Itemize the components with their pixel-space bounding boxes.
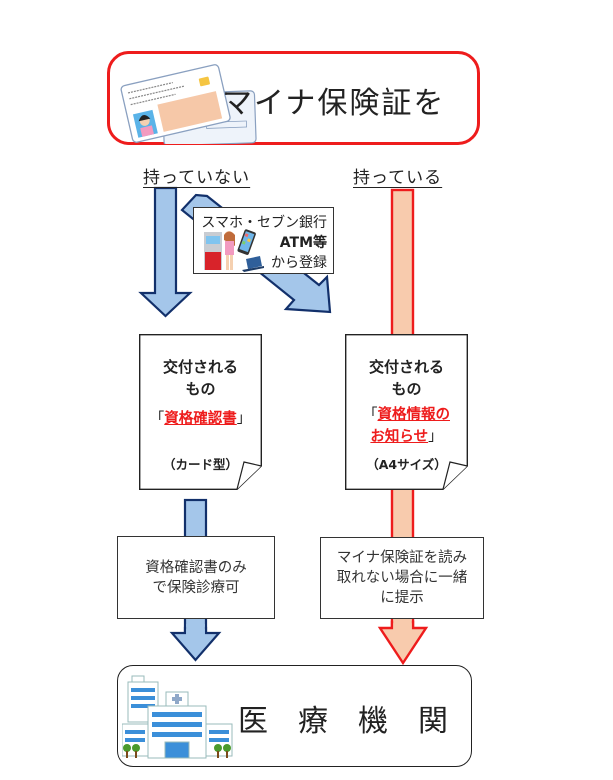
document-qualification-info-notice: 交付される もの 「資格情報の お知らせ」 （A4サイズ） (345, 334, 468, 490)
registration-line-3: から登録 (271, 255, 327, 271)
arrow-left-down (138, 186, 193, 318)
branch-label-have: 持っている (353, 168, 443, 188)
note-line-3: に提示 (380, 590, 424, 606)
doc-name-highlight-line-2: お知らせ (370, 429, 429, 445)
document-page-icon (345, 334, 468, 490)
doc-name: 「資格確認書」 (149, 411, 252, 427)
registration-line-2: ATM等 (279, 235, 327, 251)
hospital-building-icon (122, 675, 233, 759)
registration-line-1: スマホ・セブン銀行 (201, 215, 327, 231)
note-present-together: マイナ保険証を読み 取れない場合に一緒 に提示 (320, 537, 484, 619)
branch-label-not-have: 持っていない (143, 168, 251, 188)
doc-type: （A4サイズ） (366, 457, 447, 472)
header-title: マイナ保険証を (222, 86, 446, 121)
doc-heading-line-1: 交付される (368, 358, 444, 376)
doc-name-highlight: 資格確認書 (164, 411, 237, 427)
doc-type: （カード型） (162, 457, 238, 472)
doc-heading-line-1: 交付される (162, 358, 238, 376)
document-qualification-certificate: 交付される もの 「資格確認書」 （カード型） (139, 334, 262, 490)
medical-institution-label: 医療機関 (238, 704, 448, 739)
arrow-left-lower-head (169, 626, 222, 662)
atm-smartphone-laptop-icon (204, 229, 264, 272)
note-line-2: で保険診療可 (152, 579, 240, 596)
doc-name-highlight-line-1: 資格情報の (377, 407, 451, 423)
my-number-card-icon: 12341234 (120, 64, 257, 144)
note-line-1: 資格確認書のみ (145, 559, 247, 576)
registration-methods-box: スマホ・セブン銀行 ATM等 から登録 (193, 207, 334, 274)
note-line-1: マイナ保険証を読み (336, 550, 468, 566)
doc-heading-line-2: もの (185, 380, 216, 398)
note-certificate-only: 資格確認書のみ で保険診療可 (117, 536, 275, 619)
document-page-icon (139, 334, 262, 490)
doc-name: 「資格情報の お知らせ」 (363, 407, 451, 445)
note-line-2: 取れない場合に一緒 (336, 570, 468, 586)
doc-heading-line-2: もの (391, 380, 422, 398)
arrow-right-head (377, 620, 429, 666)
